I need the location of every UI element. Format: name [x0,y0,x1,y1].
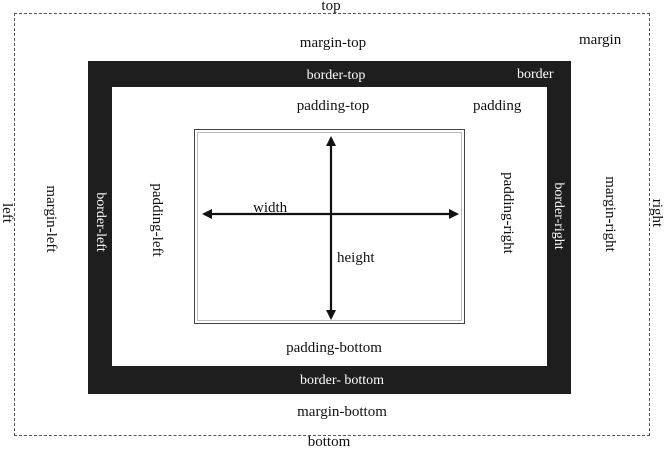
margin-top-label: margin-top [299,35,367,51]
padding-right-label: padding-right [500,172,516,254]
content-box [194,129,465,324]
padding-label: padding [473,98,522,114]
padding-bottom-label: padding-bottom [286,340,382,356]
margin-left-label: margin-left [43,185,59,253]
margin-label: margin [579,32,622,48]
height-label: height [337,250,375,266]
border-box [88,61,571,394]
padding-left-label: padding-left [149,183,165,257]
border-right-label: border-right [551,182,566,250]
padding-top-label: padding-top [296,98,370,114]
width-label: width [253,200,288,216]
right-label: right [649,198,664,228]
top-label: top [321,0,341,14]
bottom-label: bottom [307,434,351,450]
margin-bottom-label: margin-bottom [297,404,387,420]
margin-right-label: margin-right [602,176,618,252]
left-label: left [0,203,15,223]
border-label: border [517,67,554,82]
border-left-label: border-left [93,192,108,252]
border-top-label: border-top [306,68,366,83]
border-bottom-label: border- bottom [299,373,385,388]
